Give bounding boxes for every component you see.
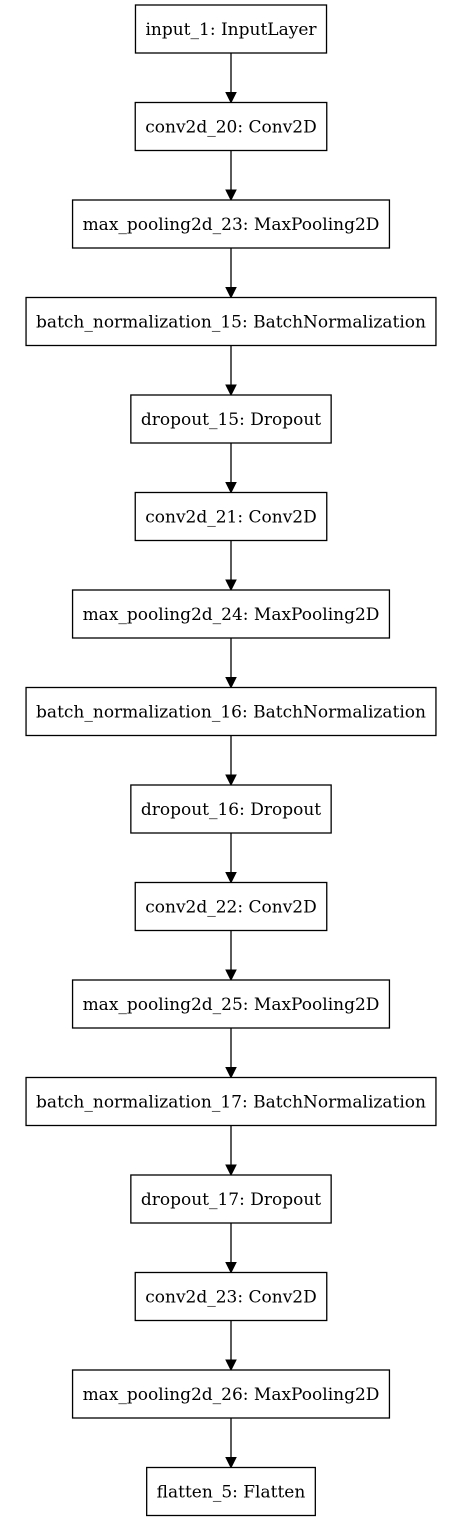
edge-arrow xyxy=(225,540,237,592)
layer-label: conv2d_21: Conv2D xyxy=(145,508,317,528)
layer-box xyxy=(71,1369,391,1419)
arrowhead-icon xyxy=(225,872,237,884)
layer-label: dropout_16: Dropout xyxy=(141,800,321,820)
layer-node-conv2d-20: conv2d_20: Conv2D xyxy=(134,101,328,152)
layer-box xyxy=(71,199,391,249)
layer-label: max_pooling2d_25: MaxPooling2D xyxy=(83,995,380,1015)
edge-arrow xyxy=(225,1320,237,1372)
layer-label: batch_normalization_16: BatchNormalizati… xyxy=(36,703,426,723)
layer-node-input-1: input_1: InputLayer xyxy=(134,4,328,54)
layer-label: dropout_17: Dropout xyxy=(141,1190,321,1210)
layer-box xyxy=(130,784,332,834)
layer-box xyxy=(71,589,391,639)
layer-label: input_1: InputLayer xyxy=(145,20,317,40)
layer-node-max-pooling2d-25: max_pooling2d_25: MaxPooling2D xyxy=(71,979,391,1029)
edge-arrow xyxy=(225,1125,237,1177)
layer-label: batch_normalization_17: BatchNormalizati… xyxy=(36,1093,426,1113)
arrowhead-icon xyxy=(225,92,237,104)
layer-box xyxy=(134,4,328,54)
layer-box xyxy=(134,1271,328,1322)
edge-arrow xyxy=(225,833,237,884)
edge-arrow xyxy=(225,443,237,494)
layer-label: batch_normalization_15: BatchNormalizati… xyxy=(36,313,426,333)
layer-label: dropout_15: Dropout xyxy=(141,410,321,430)
layer-box xyxy=(134,491,328,542)
layer-label: max_pooling2d_24: MaxPooling2D xyxy=(83,605,380,625)
layer-node-conv2d-21: conv2d_21: Conv2D xyxy=(134,491,328,542)
arrowhead-icon xyxy=(225,1359,237,1372)
edge-arrow xyxy=(225,735,237,787)
edge-arrow xyxy=(225,1418,237,1469)
layer-node-dropout-16: dropout_16: Dropout xyxy=(130,784,332,834)
layer-node-conv2d-23: conv2d_23: Conv2D xyxy=(134,1271,328,1322)
layer-node-conv2d-22: conv2d_22: Conv2D xyxy=(134,881,328,932)
layer-label: conv2d_20: Conv2D xyxy=(145,118,317,138)
arrowhead-icon xyxy=(225,1164,237,1177)
arrowhead-icon xyxy=(225,1262,237,1274)
edge-arrow xyxy=(225,345,237,397)
layer-box xyxy=(25,296,437,347)
layer-node-max-pooling2d-23: max_pooling2d_23: MaxPooling2D xyxy=(71,199,391,249)
layer-node-dropout-15: dropout_15: Dropout xyxy=(130,394,332,444)
layer-box xyxy=(25,686,437,737)
layer-node-max-pooling2d-24: max_pooling2d_24: MaxPooling2D xyxy=(71,589,391,639)
layer-box xyxy=(134,101,328,152)
edge-arrow xyxy=(225,1028,237,1079)
arrowhead-icon xyxy=(225,189,237,202)
layer-node-batch-normalization-17: batch_normalization_17: BatchNormalizati… xyxy=(25,1076,437,1127)
layer-label: conv2d_23: Conv2D xyxy=(145,1288,317,1308)
layer-label: max_pooling2d_26: MaxPooling2D xyxy=(83,1385,380,1405)
edge-arrow xyxy=(225,248,237,299)
layer-box xyxy=(25,1076,437,1127)
layer-box xyxy=(146,1466,316,1517)
layer-label: conv2d_22: Conv2D xyxy=(145,898,317,918)
edge-arrow xyxy=(225,150,237,202)
layer-label: flatten_5: Flatten xyxy=(157,1483,306,1503)
arrowhead-icon xyxy=(225,482,237,494)
arrowhead-icon xyxy=(225,969,237,982)
layer-node-batch-normalization-16: batch_normalization_16: BatchNormalizati… xyxy=(25,686,437,737)
layer-box xyxy=(130,1174,332,1224)
nodes-layer: input_1: InputLayer conv2d_20: Conv2D max_… xyxy=(25,4,437,1517)
layer-node-max-pooling2d-26: max_pooling2d_26: MaxPooling2D xyxy=(71,1369,391,1419)
arrowhead-icon xyxy=(225,287,237,299)
arrowhead-icon xyxy=(225,384,237,397)
edge-arrow xyxy=(225,1223,237,1274)
arrowhead-icon xyxy=(225,1067,237,1079)
arrowhead-icon xyxy=(225,579,237,592)
edges-layer xyxy=(225,53,237,1469)
layer-box xyxy=(71,979,391,1029)
arrowhead-icon xyxy=(225,1457,237,1469)
layer-label: max_pooling2d_23: MaxPooling2D xyxy=(83,215,380,235)
edge-arrow xyxy=(225,53,237,104)
layer-box xyxy=(130,394,332,444)
layer-node-flatten-5: flatten_5: Flatten xyxy=(146,1466,316,1517)
layer-node-batch-normalization-15: batch_normalization_15: BatchNormalizati… xyxy=(25,296,437,347)
edge-arrow xyxy=(225,638,237,689)
arrowhead-icon xyxy=(225,677,237,689)
layer-box xyxy=(134,881,328,932)
layer-node-dropout-17: dropout_17: Dropout xyxy=(130,1174,332,1224)
arrowhead-icon xyxy=(225,774,237,787)
edge-arrow xyxy=(225,930,237,982)
